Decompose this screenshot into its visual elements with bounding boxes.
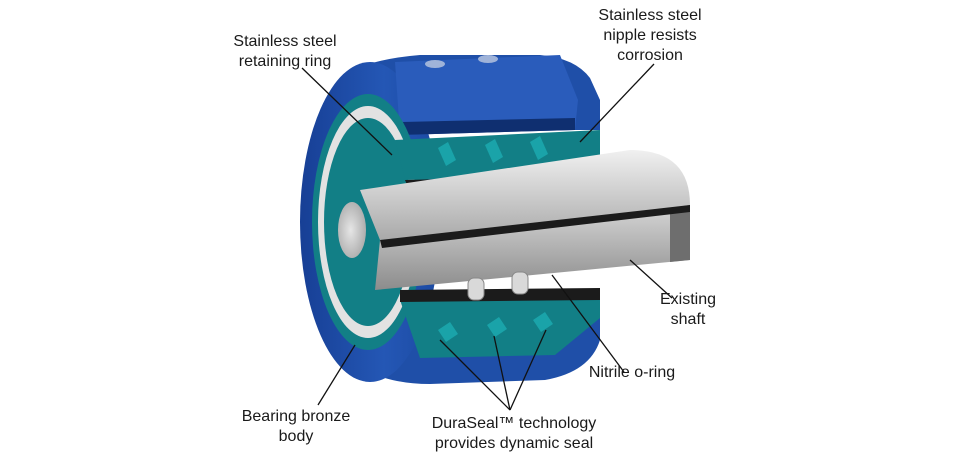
nipple-cap-left: [425, 60, 445, 68]
seal-lip-bottom-1: [438, 322, 458, 342]
seal-lip-bottom-2: [487, 317, 507, 337]
seal-lip-top-2: [485, 139, 503, 163]
label-nipple: Stainless steel nipple resists corrosion: [598, 7, 702, 64]
grease-pin-2: [511, 271, 529, 295]
grease-pin-1: [467, 277, 485, 301]
seal-lip-top-1: [438, 142, 456, 166]
leader-nipple: [579, 63, 655, 143]
label-duraseal: DuraSeal™ technology provides dynamic se…: [431, 415, 597, 452]
label-body: Bearing bronze body: [241, 408, 351, 445]
nipple-cap-right: [478, 55, 498, 63]
leader-seal-1: [439, 339, 511, 411]
leader-oring: [551, 274, 625, 373]
shaft-end-edge: [670, 205, 690, 262]
leader-shaft: [629, 259, 673, 299]
nipple-block: [395, 55, 578, 135]
existing-shaft: [338, 150, 690, 290]
leader-body: [317, 344, 356, 406]
shaft-lower: [375, 205, 690, 290]
label-shaft: Existing shaft: [659, 291, 717, 328]
leader-seal-3: [509, 329, 547, 411]
label-oring: Nitrile o-ring: [588, 364, 676, 381]
shaft-front-face: [338, 202, 366, 258]
nipple-block-edge: [400, 118, 575, 135]
leader-lines: [301, 63, 673, 411]
seal-lip-bottom-3: [533, 312, 553, 332]
shaft-cut-line: [380, 205, 690, 248]
grease-pins: [467, 271, 529, 301]
label-retaining-ring: Stainless steel retaining ring: [233, 33, 337, 70]
bottom-section-cut: [400, 288, 600, 302]
leader-retaining-ring: [301, 67, 393, 156]
leader-seal-2: [493, 335, 511, 411]
seal-lip-top-3: [530, 136, 548, 160]
